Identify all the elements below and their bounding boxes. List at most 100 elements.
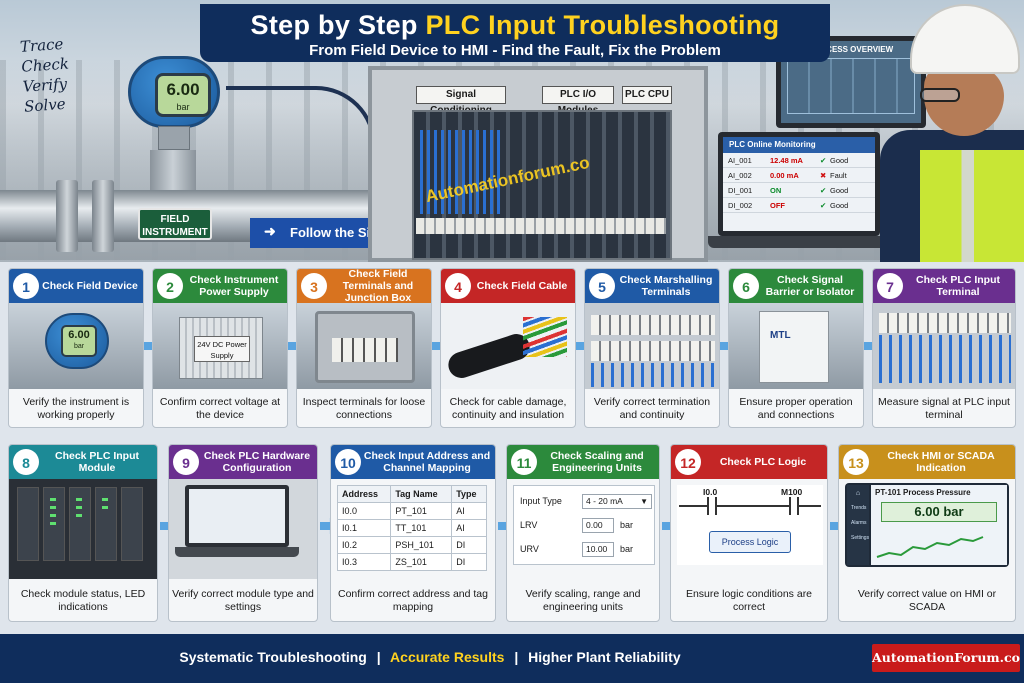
hmi-nav-settings[interactable]: Settings xyxy=(851,535,870,541)
lrv-label: LRV xyxy=(520,520,538,530)
step-title: Check Input Address and Channel Mapping xyxy=(363,450,491,474)
cross-icon: ✖ xyxy=(820,170,827,180)
pipe-flange xyxy=(92,180,114,252)
row-value: ON xyxy=(770,185,782,195)
step-description: Verify correct termination and continuit… xyxy=(593,396,711,421)
step-title: Check PLC Input Terminal xyxy=(915,274,1000,298)
cell-tag: PT_101 xyxy=(390,502,453,520)
table-header: Address xyxy=(336,485,392,503)
step-card-11: 11 Check Scaling and Engineering Units I… xyxy=(506,444,660,622)
cell-address: I0.1 xyxy=(336,519,392,537)
urv-label: URV xyxy=(520,544,539,554)
terminal-row xyxy=(879,313,1011,333)
input-type-select[interactable]: 4 - 20 mA▼ xyxy=(582,494,652,509)
cabinet-label-cpu: PLC CPU xyxy=(622,86,672,104)
row-value: 0.00 mA xyxy=(770,170,799,180)
step-card-8: 8 Check PLC Input Module Check module st… xyxy=(8,444,158,622)
ladder-diagram: I0.0 M100 Process Logic xyxy=(677,485,823,565)
step-description: Verify the instrument is working properl… xyxy=(22,396,130,421)
footer-item: Systematic Troubleshooting xyxy=(179,649,367,665)
lrv-input[interactable]: 0.00 xyxy=(582,518,614,533)
cable-icon xyxy=(445,330,533,382)
check-icon: ✔ xyxy=(820,155,827,165)
wire-bundle xyxy=(879,335,1011,383)
step-number-badge: 7 xyxy=(877,273,903,299)
hmi-content: PT-101 Process Pressure 6.00 bar xyxy=(871,485,1007,565)
technician xyxy=(880,0,1024,262)
step-number-badge: 9 xyxy=(173,449,199,475)
impulse-stem xyxy=(150,150,196,190)
row-tag: AI_001 xyxy=(728,155,752,165)
brand-logo[interactable]: AutomationForum.co xyxy=(872,644,1020,672)
row-status: Good xyxy=(830,185,849,195)
safety-glasses-icon xyxy=(920,88,960,102)
contact-label: I0.0 xyxy=(703,487,718,497)
cell-type: DI xyxy=(451,553,487,571)
coil-icon xyxy=(789,497,799,515)
signal-wire xyxy=(226,86,376,206)
config-screen xyxy=(189,489,285,543)
cell-tag: TT_101 xyxy=(390,519,453,537)
io-module xyxy=(43,487,65,561)
power-supply-icon: 24V DC Power Supply xyxy=(179,317,263,379)
step-number-badge: 12 xyxy=(675,449,701,475)
cell-type: DI xyxy=(451,536,487,554)
hmi-title: PT-101 Process Pressure xyxy=(875,488,971,497)
transmitter-housing: 6.00 bar xyxy=(128,56,220,128)
step-card-5: 5 Check Marshalling Terminals Verify cor… xyxy=(584,268,720,428)
step-number-badge: 8 xyxy=(13,449,39,475)
transmitter-unit: bar xyxy=(176,102,190,112)
safety-vest xyxy=(920,150,1024,262)
footer-item-highlight: Accurate Results xyxy=(390,649,505,665)
step-number-badge: 6 xyxy=(733,273,759,299)
table-row: I0.3 ZS_101 DI xyxy=(336,553,487,571)
step-number-badge: 1 xyxy=(13,273,39,299)
cabinet-label-io-modules: PLC I/O Modules xyxy=(542,86,614,116)
hero-banner: Trace Check Verify Solve 6.00 bar FIELD … xyxy=(0,0,1024,262)
check-icon: ✔ xyxy=(820,185,827,195)
monitoring-panel: PLC Online Monitoring AI_001 12.48 mA ✔ … xyxy=(723,137,875,231)
monitoring-row: DI_001 ON ✔ Good xyxy=(723,183,875,198)
step-title: Check PLC Logic xyxy=(719,456,807,468)
step-description: Inspect terminals for loose connections xyxy=(302,396,426,421)
step-description: Check for cable damage, continuity and i… xyxy=(449,396,567,421)
step-card-12: 12 Check PLC Logic I0.0 M100 Process Log… xyxy=(670,444,828,622)
footer-tagline: Systematic Troubleshooting | Accurate Re… xyxy=(0,649,860,665)
plc-logic-illustration: I0.0 M100 Process Logic xyxy=(671,479,827,579)
hmi-nav-trends[interactable]: Trends xyxy=(851,505,867,511)
cell-address: I0.3 xyxy=(336,553,392,571)
monitoring-title: PLC Online Monitoring xyxy=(723,137,875,153)
cable-cores xyxy=(523,317,567,357)
step-number-badge: 4 xyxy=(445,273,471,299)
urv-input[interactable]: 10.00 xyxy=(582,542,614,557)
terminal-row xyxy=(591,315,715,335)
input-module-illustration xyxy=(9,479,157,579)
step-number-badge: 10 xyxy=(335,449,361,475)
step-description: Verify correct value on HMI or SCADA xyxy=(857,588,997,613)
step-card-9: 9 Check PLC Hardware Configuration Verif… xyxy=(168,444,318,622)
step-title: Check HMI or SCADA Indication xyxy=(887,450,995,474)
transmitter-value: 6.00 xyxy=(166,80,200,99)
home-icon[interactable]: ⌂ xyxy=(855,490,861,497)
cell-tag: PSH_101 xyxy=(390,536,453,554)
laptop-base xyxy=(175,547,299,557)
step-number-badge: 5 xyxy=(589,273,615,299)
table-row: I0.0 PT_101 AI xyxy=(336,502,487,520)
row-status: Good xyxy=(830,200,849,210)
contact-icon xyxy=(707,497,717,515)
footer-separator: | xyxy=(514,649,519,665)
row-tag: DI_001 xyxy=(728,185,753,195)
title-band: Step by Step PLC Input Troubleshooting F… xyxy=(200,4,830,62)
footer-item: Higher Plant Reliability xyxy=(528,649,681,665)
table-row: I0.1 TT_101 AI xyxy=(336,519,487,537)
monitoring-row: DI_002 OFF ✔ Good xyxy=(723,198,875,213)
cell-type: AI xyxy=(451,519,487,537)
cell-type: AI xyxy=(451,502,487,520)
table-header: Tag Name xyxy=(390,485,453,503)
process-logic-button[interactable]: Process Logic xyxy=(709,531,791,553)
step-title: Check Field Terminals and Junction Box xyxy=(342,268,414,304)
isolator-icon: MTL xyxy=(759,311,829,383)
hmi-nav-alarms[interactable]: Alarms xyxy=(851,520,867,526)
field-cable-illustration xyxy=(441,303,575,389)
coil-label: M100 xyxy=(781,487,803,497)
